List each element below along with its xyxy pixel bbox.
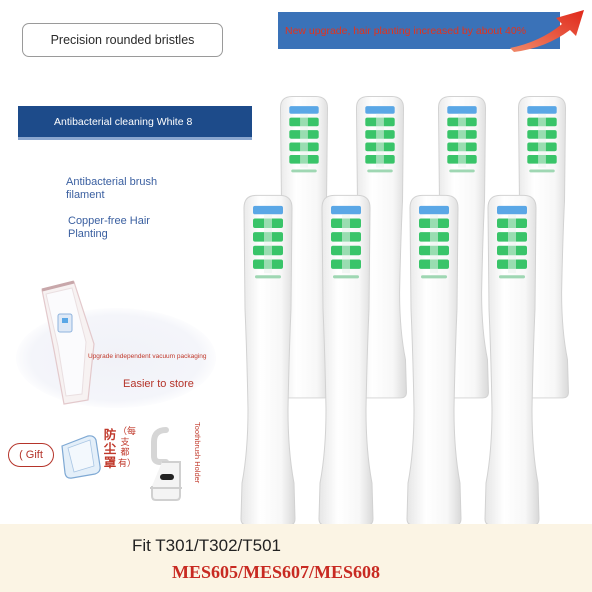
brush-head-front-2 [318,194,374,524]
dust-cover-each-label: （每支都有） [118,426,137,468]
brush-head-front-3 [406,194,462,524]
brush-head-front-1 [240,194,296,524]
holder-label: Toothbrush Holder [193,422,202,484]
packaging-label: Upgrade independent vacuum packaging [88,353,207,360]
model-numbers-line: MES605/MES607/MES608 [172,562,381,582]
toothbrush-holder-icon [150,427,182,501]
gift-text: ( Gift [19,449,43,461]
feature-copper-free: Copper-free Hair Planting [68,215,150,240]
dust-cover-label: 防尘罩 [103,428,117,470]
store-label: Easier to store [123,378,194,390]
antibacterial-banner-text: Antibacterial cleaning White 8 [54,115,193,128]
vacuum-pack-icon [41,280,95,405]
compatibility-band [0,524,592,592]
brush-head-front-4 [484,194,540,524]
fit-models-line: Fit T301/T302/T501 [132,536,281,555]
precision-bristles-label: Precision rounded bristles [22,23,223,57]
dust-cap-icon [61,435,101,479]
precision-bristles-text: Precision rounded bristles [50,33,195,47]
brush-heads-illustration [240,95,569,524]
arrow-up-right-icon [510,10,584,52]
feature-filament: Antibacterial brush filament [66,176,158,201]
upgrade-banner: New upgrade, hair planting increased by … [278,12,560,49]
antibacterial-banner: Antibacterial cleaning White 8 [18,106,252,140]
gift-badge: ( Gift [8,443,54,467]
upgrade-banner-text: New upgrade, hair planting increased by … [285,24,527,37]
